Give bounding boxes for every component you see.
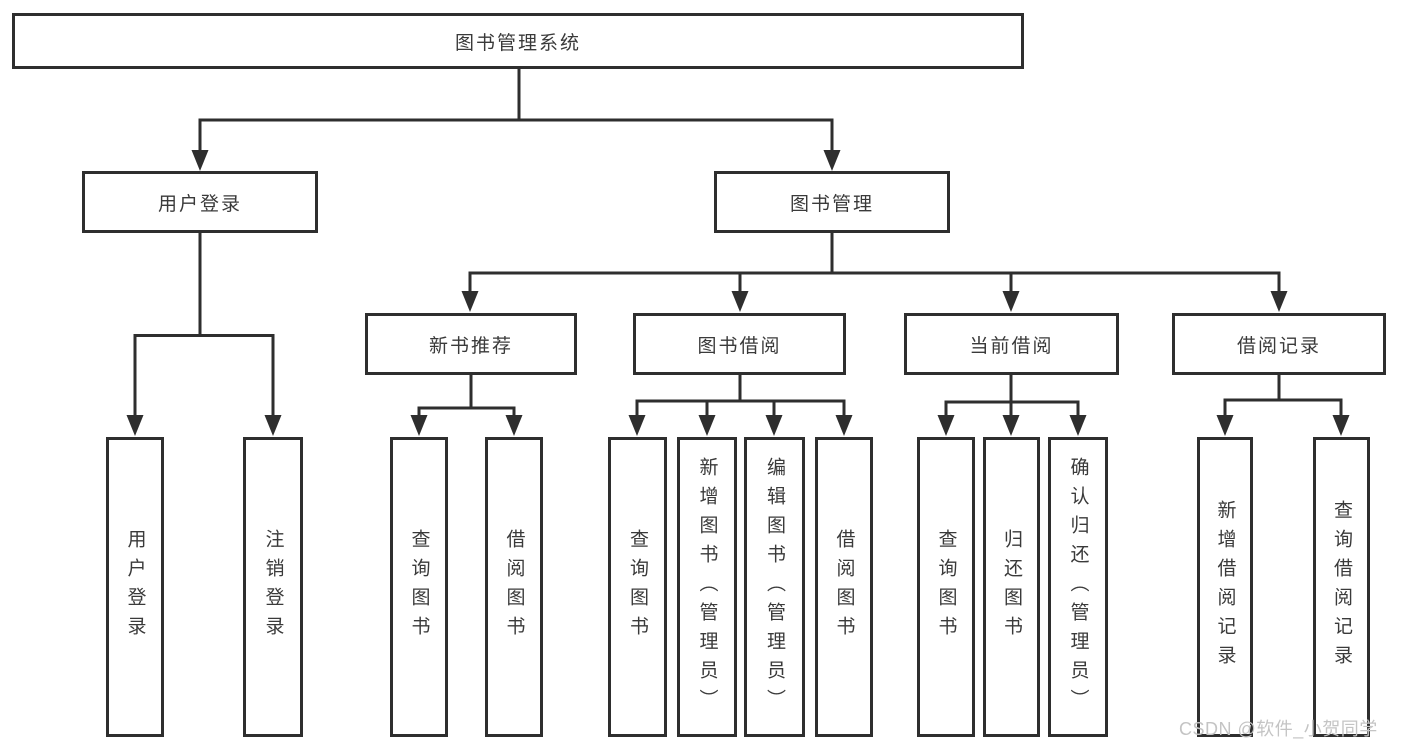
arrowhead [264, 415, 282, 436]
arrowhead [835, 415, 853, 436]
node-current-borrowing: 当前借阅 [904, 313, 1119, 375]
leaf-current-query-books: 查询图书 [917, 437, 975, 737]
arrowhead [765, 415, 783, 436]
leaf-borrowing-borrow-books: 借阅图书 [815, 437, 873, 737]
leaf-logout: 注销登录 [243, 437, 303, 737]
connector-new-book-recommendation-to-leaves [410, 374, 523, 436]
leaf-borrowing-add-books-admin: 新增图书（管理员） [677, 437, 737, 737]
node-label: 借阅图书 [833, 529, 855, 645]
arrowhead [410, 415, 428, 436]
leaf-borrowing-edit-books-admin: 编辑图书（管理员） [744, 437, 805, 737]
arrowhead [1002, 415, 1020, 436]
node-label: 借阅记录 [1236, 335, 1321, 357]
node-label: 新增借阅记录 [1214, 500, 1236, 674]
node-label: 归还图书 [1001, 529, 1022, 645]
node-label: 图书管理系统 [454, 32, 581, 54]
node-label: 新书推荐 [428, 335, 513, 357]
csdn-watermark: CSDN @软件_小贺同学 [1179, 719, 1378, 739]
node-book-management: 图书管理 [714, 171, 950, 233]
node-root: 图书管理系统 [12, 13, 1024, 69]
node-label: 注销登录 [262, 529, 284, 645]
node-label: 图书借阅 [697, 335, 782, 357]
node-label: 用户登录 [157, 193, 242, 215]
node-label: 用户登录 [124, 529, 146, 645]
node-label: 借阅图书 [503, 529, 525, 645]
leaf-records-query-record: 查询借阅记录 [1313, 437, 1370, 737]
node-label: 查询图书 [408, 529, 430, 645]
connector-borrowing-records-to-leaves [1216, 374, 1350, 436]
node-label: 查询图书 [627, 529, 648, 645]
node-label: 图书管理 [789, 193, 874, 215]
node-label: 查询借阅记录 [1331, 500, 1352, 674]
arrowhead [823, 150, 841, 171]
arrowhead [1216, 415, 1234, 436]
connector-current-borrowing-to-leaves [937, 374, 1087, 436]
connector-user-login-to-leaves [126, 232, 282, 436]
arrowhead [126, 415, 144, 436]
leaf-current-confirm-return-admin: 确认归还（管理员） [1048, 437, 1108, 737]
node-label: 编辑图书（管理员） [764, 456, 785, 718]
leaf-recommend-query-books: 查询图书 [390, 437, 448, 737]
arrowhead [628, 415, 646, 436]
arrowhead [505, 415, 523, 436]
arrowhead [1069, 415, 1087, 436]
arrowhead [698, 415, 716, 436]
leaf-recommend-borrow-books: 借阅图书 [485, 437, 543, 737]
node-user-login: 用户登录 [82, 171, 318, 233]
node-book-borrowing: 图书借阅 [633, 313, 846, 375]
node-new-book-recommendation: 新书推荐 [365, 313, 577, 375]
arrowhead [461, 291, 479, 312]
node-label: 确认归还（管理员） [1067, 456, 1089, 718]
node-label: 新增图书（管理员） [696, 456, 718, 718]
leaf-records-add-record: 新增借阅记录 [1197, 437, 1253, 737]
leaf-current-return-books: 归还图书 [983, 437, 1040, 737]
connector-root-to-level1 [191, 68, 841, 171]
connector-book-management-to-level2 [461, 232, 1288, 312]
connector-book-borrowing-to-leaves [628, 374, 853, 436]
node-borrowing-records: 借阅记录 [1172, 313, 1386, 375]
arrowhead [1270, 291, 1288, 312]
leaf-borrowing-query-books: 查询图书 [608, 437, 667, 737]
arrowhead [1332, 415, 1350, 436]
node-label: 当前借阅 [969, 335, 1054, 357]
arrowhead [191, 150, 209, 171]
arrowhead [937, 415, 955, 436]
arrowhead [1002, 291, 1020, 312]
arrowhead [731, 291, 749, 312]
leaf-user-login: 用户登录 [106, 437, 164, 737]
node-label: 查询图书 [935, 529, 957, 645]
